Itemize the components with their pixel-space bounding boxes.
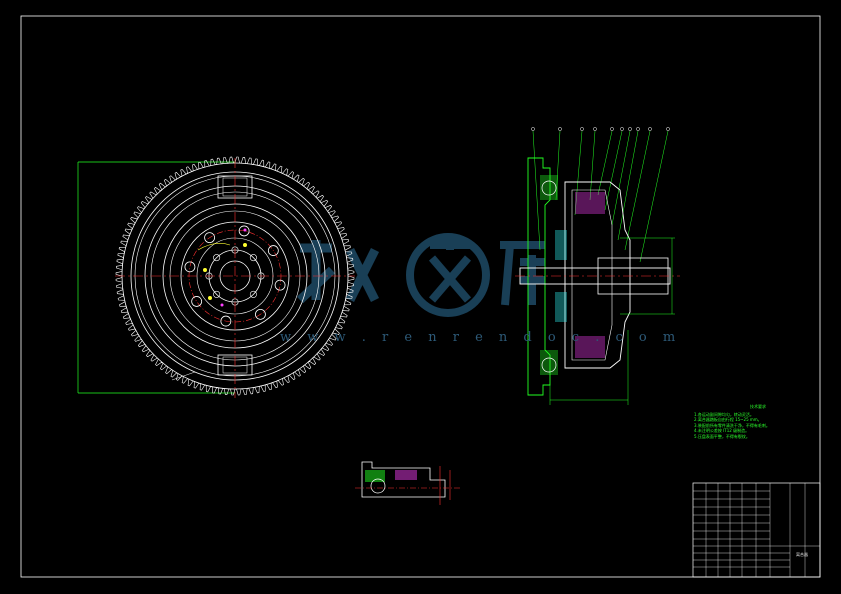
bolt-hole xyxy=(274,279,286,291)
bolt-hole xyxy=(249,290,257,298)
bolt-hole xyxy=(213,290,221,298)
clutch-section-view xyxy=(515,127,680,405)
title-block xyxy=(692,482,821,578)
tech-note-line: 1.各运动副间隙均匀，转动灵活。 xyxy=(694,411,754,417)
balloon xyxy=(580,127,584,131)
tech-notes-title: 技术要求 xyxy=(750,404,766,409)
flywheel-front-view xyxy=(77,156,355,398)
bolt-hole xyxy=(220,315,232,327)
sheet-border xyxy=(20,15,821,578)
tech-note-line: 5.压盘表面平整，不得有裂纹。 xyxy=(694,433,750,439)
balloon xyxy=(636,127,640,131)
balloon-leader xyxy=(604,130,623,211)
tech-note-line: 2.离合器踏板自由行程 15~25 mm。 xyxy=(694,417,762,423)
balloon xyxy=(628,127,632,131)
balloon xyxy=(531,127,535,131)
balloon-leader xyxy=(597,130,613,196)
watermark-logo xyxy=(296,233,545,317)
technical-requirements: 技术要求 1.各运动副间隙均匀，转动灵活。 2.离合器踏板自由行程 15~25 … xyxy=(694,404,814,440)
bolt-hole xyxy=(213,254,221,262)
balloon-leader xyxy=(639,130,669,263)
balloon xyxy=(558,127,562,131)
bolt-hole xyxy=(184,261,196,273)
bolt-hole xyxy=(238,225,250,237)
bolt-hole xyxy=(191,296,203,307)
balloon-leader xyxy=(532,130,541,251)
bolt-hole xyxy=(249,254,257,262)
balloon xyxy=(610,127,614,131)
bolt-hole xyxy=(204,232,215,244)
balloon xyxy=(666,127,670,131)
balloon xyxy=(620,127,624,131)
bolt-hole xyxy=(255,308,266,320)
detail-view xyxy=(355,461,460,505)
balloon-leader xyxy=(574,130,583,216)
bolt-holes xyxy=(184,225,286,327)
balloon-leader xyxy=(589,130,596,201)
balloon-leader xyxy=(624,130,651,251)
balloon-leader xyxy=(617,130,639,241)
tech-note-line: 4.未注明公差按 IT12 级制造。 xyxy=(694,428,750,434)
balloon-leader xyxy=(611,130,631,226)
tech-note-line: 3.装配前所有零件清洗干净，不得有毛刺。 xyxy=(694,422,770,428)
balloon xyxy=(648,127,652,131)
bolt-hole xyxy=(267,245,279,256)
watermark-url: w w w . r e n r e n d o c . c o m xyxy=(280,330,682,345)
balloon-leader xyxy=(555,130,561,201)
title-block-frame xyxy=(692,482,821,578)
part-balloons xyxy=(531,127,670,263)
title-block-name: 离合器 xyxy=(796,552,808,557)
balloon xyxy=(593,127,597,131)
